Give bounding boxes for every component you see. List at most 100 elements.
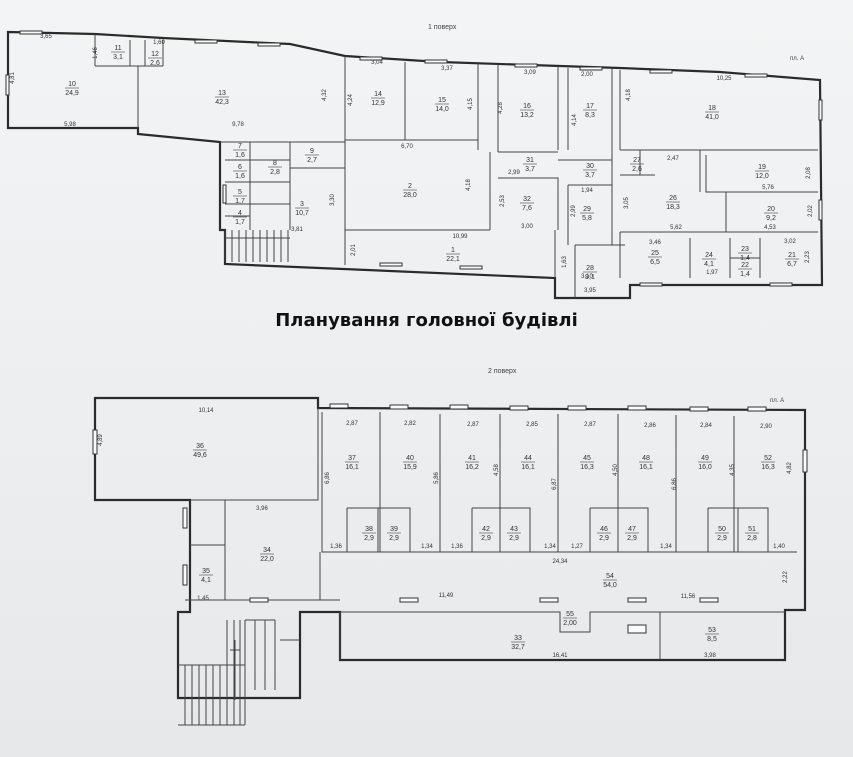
floor2-stairs xyxy=(178,619,300,726)
floor1-dimension-label: 2,02 xyxy=(808,205,814,217)
floor2-dimension-label: 2,87 xyxy=(467,422,479,428)
room-area: 16,1 xyxy=(521,464,535,471)
room-area: 2,9 xyxy=(627,535,637,542)
room-number: 37 xyxy=(348,455,356,462)
room-area: 2,9 xyxy=(509,535,519,542)
floor2-dimension-label: 24,34 xyxy=(552,559,568,565)
room-number: 30 xyxy=(586,163,594,170)
floor1-dimension-label: 3,10 xyxy=(581,274,593,280)
floor1-dimension-label: 2,08 xyxy=(806,167,812,179)
floor1-stairs xyxy=(224,230,290,262)
floor1-room-25: 256,5 xyxy=(648,250,662,266)
floor2-north-label: пл. А xyxy=(770,398,785,404)
floor2-dimension-label: 4,35 xyxy=(730,464,736,476)
room-area: 9,1 xyxy=(585,274,595,281)
room-number: 53 xyxy=(708,627,716,634)
floor1-dimension-label: 1,63 xyxy=(562,256,568,268)
floor1-room-32: 327,6 xyxy=(520,196,534,212)
floor2-dimension-label: 5,86 xyxy=(434,472,440,484)
room-number: 31 xyxy=(526,157,534,164)
floor2-dimension-label: 3,96 xyxy=(256,506,268,512)
floor1-room-6: 61,6 xyxy=(233,164,247,180)
room-area: 10,7 xyxy=(295,210,309,217)
room-area: 1,7 xyxy=(235,198,245,205)
floor2-windows xyxy=(92,403,808,634)
floor2-dimension-label: 4,58 xyxy=(494,464,500,476)
room-number: 32 xyxy=(523,196,531,203)
floor1-dimension-label: 4,32 xyxy=(322,89,328,101)
floor1-dimension-label: 4,15 xyxy=(468,98,474,110)
floor1-dimension-label: 10,99 xyxy=(452,234,468,240)
room-area: 28,0 xyxy=(403,192,417,199)
room-area: 16,1 xyxy=(639,464,653,471)
floor2-dimension-label: 6,87 xyxy=(552,478,558,490)
floor1-room-8: 82,8 xyxy=(268,160,282,176)
room-area: 2,8 xyxy=(747,535,757,542)
floor2-dimension-label: 2,85 xyxy=(526,422,538,428)
room-area: 24,9 xyxy=(65,90,79,97)
room-area: 32,7 xyxy=(511,644,525,651)
floor1-room-4: 41,7 xyxy=(233,210,247,226)
room-number: 2 xyxy=(408,183,412,190)
floor1-dimension-label: 9,78 xyxy=(232,122,244,128)
room-number: 9 xyxy=(310,148,314,155)
room-area: 2,00 xyxy=(563,620,577,627)
room-area: 4,1 xyxy=(704,261,714,268)
floor1-walls xyxy=(6,30,824,300)
floor1-dimension-label: 4,81 xyxy=(10,72,16,84)
room-number: 22 xyxy=(741,262,749,269)
floor2-dimension-label: 2,90 xyxy=(760,424,772,430)
room-number: 14 xyxy=(374,91,382,98)
plan-caption: Планування головної будівлі xyxy=(275,310,578,331)
floor1-dimension-label: 2,23 xyxy=(805,251,811,263)
floor1-room-22: 221,4 xyxy=(738,262,752,278)
floor1-dimension-label: 4,18 xyxy=(466,179,472,191)
room-number: 52 xyxy=(764,455,772,462)
floor2-dimension-label: 2,82 xyxy=(404,421,416,427)
room-area: 3,1 xyxy=(113,54,123,61)
floor2-dimension-label: 2,86 xyxy=(644,423,656,429)
room-number: 6 xyxy=(238,164,242,171)
room-area: 2,6 xyxy=(632,166,642,173)
floor2-dimension-label: 1,36 xyxy=(451,544,463,550)
floor2-dimension-label: 2,22 xyxy=(783,571,789,583)
room-area: 2,7 xyxy=(307,157,317,164)
floor2-title: 2 поверх xyxy=(488,368,517,375)
room-number: 26 xyxy=(669,195,677,202)
room-number: 1 xyxy=(451,247,455,254)
floor1-dimension-label: 1,94 xyxy=(581,188,593,194)
room-area: 16,0 xyxy=(698,464,712,471)
floor1-dimension-label: 2,00 xyxy=(581,72,593,78)
floor2-room-53: 538,5 xyxy=(705,627,719,643)
floor1-dimension-label: 3,02 xyxy=(784,239,796,245)
room-number: 5 xyxy=(238,189,242,196)
floor1-dimension-label: 5,76 xyxy=(762,185,774,191)
floor1-dimension-label: 4,53 xyxy=(764,225,776,231)
room-area: 8,5 xyxy=(707,636,717,643)
floor2-dimension-label: 1,34 xyxy=(421,544,433,550)
room-area: 22,0 xyxy=(260,556,274,563)
floor1-dimension-label: 4,18 xyxy=(626,89,632,101)
floor2-room-46: 462,9 xyxy=(597,526,611,542)
floor1-dimension-label: 3,65 xyxy=(40,34,52,40)
room-number: 10 xyxy=(68,81,76,88)
floor2-dimension-label: 1,40 xyxy=(773,544,785,550)
room-number: 17 xyxy=(586,103,594,110)
floor2-dimension-label: 1,36 xyxy=(330,544,342,550)
floor2-room-42: 422,9 xyxy=(479,526,493,542)
room-number: 55 xyxy=(566,611,574,618)
floor1-dimension-label: 2,53 xyxy=(500,195,506,207)
room-number: 42 xyxy=(482,526,490,533)
room-area: 16,2 xyxy=(465,464,479,471)
room-area: 9,2 xyxy=(766,215,776,222)
